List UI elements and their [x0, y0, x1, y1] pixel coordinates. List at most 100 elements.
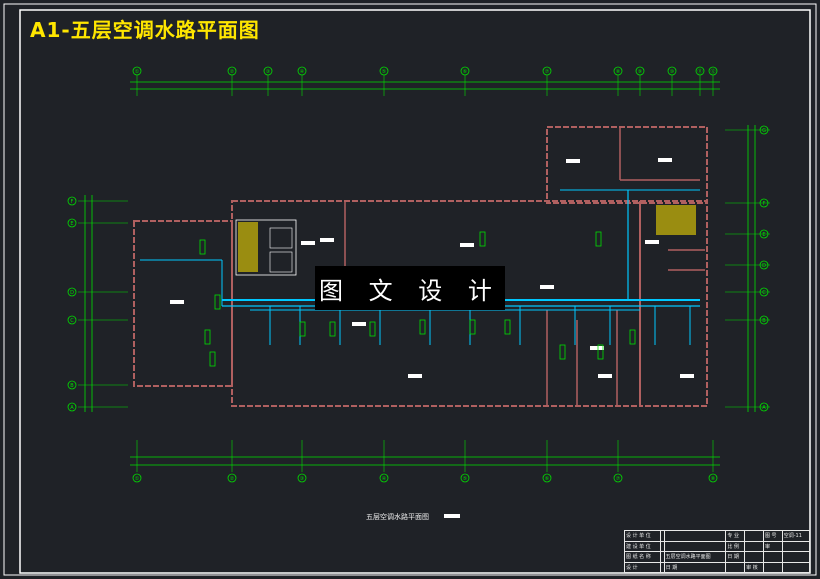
- title-block-cell: 五层空调水路平面图: [663, 551, 727, 563]
- title-block-cell: [781, 561, 811, 573]
- right-axis-bubble-circle: [759, 315, 769, 325]
- title-block-cell: [744, 540, 764, 552]
- title-block-cell: 空调-11: [781, 530, 811, 542]
- title-block-cell: 设 计: [624, 561, 661, 573]
- title-block-cell: [725, 561, 746, 573]
- fan-coil-unit: [352, 322, 366, 326]
- pipe-tag: [209, 351, 216, 367]
- right-axis-bubble-circle: [759, 198, 769, 208]
- top-axis-bubble-label: ⑫: [710, 68, 715, 75]
- drawing-frame: [19, 9, 811, 574]
- right-axis-bubble-label: C: [762, 290, 766, 296]
- bottom-axis-bubble-circle: [460, 473, 470, 483]
- ac-units: [170, 158, 694, 378]
- fan-coil-unit: [680, 374, 694, 378]
- top-axis-bubble-label: ③: [266, 69, 270, 75]
- title-block-cell: 专 业: [725, 530, 746, 542]
- fan-coil-unit: [408, 374, 422, 378]
- caption-scale-bar: [444, 514, 460, 518]
- title-block-row: 设 计日 期审 核: [624, 561, 811, 573]
- plan-caption: 五层空调水路平面图: [366, 513, 429, 521]
- pipe-tag: [199, 239, 206, 255]
- bottom-axis-bubble-circle: [379, 473, 389, 483]
- left-axis-bubble-label: B: [70, 383, 74, 389]
- sheet-border: [3, 3, 817, 576]
- title-block-cell: [744, 551, 764, 563]
- fan-coil-unit: [170, 300, 184, 304]
- left-axis-bubble-label: F: [71, 199, 74, 205]
- wall-outline: [546, 126, 708, 204]
- title-block-row: 设 计 单 位 专 业 图 号空调-11: [624, 530, 811, 542]
- top-axis-bubble-circle: [227, 66, 237, 76]
- right-axis-bubble-circle: [759, 229, 769, 239]
- top-axis-bubble-label: ⑧: [616, 69, 621, 75]
- stairwells: [235, 205, 696, 276]
- fan-coil-unit: [320, 238, 334, 242]
- right-axis-bubble-label: B: [762, 318, 766, 324]
- pipe-tag: [369, 321, 376, 337]
- right-axis-bubble-label: E: [762, 232, 765, 238]
- top-axis-bubble-circle: [132, 66, 142, 76]
- left-axis-bubble-label: E: [70, 221, 73, 227]
- pipe-tag: [559, 344, 566, 360]
- bottom-axis-bubble-label: ④: [382, 476, 387, 482]
- left-axis-bubble-circle: [67, 196, 77, 206]
- fan-coil-unit: [566, 159, 580, 163]
- pipe-tag: [597, 344, 604, 360]
- bottom-axis-bubble-label: ①: [135, 476, 140, 482]
- right-axis-bubble-circle: [759, 125, 769, 135]
- right-axis-bubble-label: A: [762, 405, 766, 411]
- title-block-cell: [781, 551, 811, 563]
- top-axis-bubble-circle: [667, 66, 677, 76]
- fan-coil-unit: [301, 241, 315, 245]
- top-axis-bubble-circle: [635, 66, 645, 76]
- elevator-shaft: [269, 227, 293, 249]
- right-axis-bubble-label: D: [762, 263, 766, 269]
- bottom-axis-bubble-label: ②: [230, 476, 235, 482]
- title-block-cell: 比 例: [725, 540, 746, 552]
- bottom-axis-bubble-label: ⑤: [463, 476, 467, 482]
- top-axis-bubble-circle: [695, 66, 705, 76]
- top-axis-bubble-circle: [263, 66, 273, 76]
- title-block-cell: 图 纸 名 称: [624, 551, 661, 563]
- stair-treads-left: [238, 222, 258, 272]
- left-axis-bubble-label: D: [70, 290, 74, 296]
- pipe-tag: [479, 231, 486, 247]
- title-block-cell: 日 期: [725, 551, 746, 563]
- right-axis-bubble-circle: [759, 260, 769, 270]
- wall-outline: [231, 200, 641, 407]
- bottom-axis-bubble-label: ⑧: [711, 476, 716, 482]
- top-axis-bubble-label: ⑩: [670, 69, 675, 75]
- title-block-cell: 审 核: [744, 561, 764, 573]
- fan-coil-unit: [658, 158, 672, 162]
- bottom-axis-bubble-label: ⑥: [545, 476, 550, 482]
- top-axis-bubble-circle: [460, 66, 470, 76]
- bottom-axis-bubble-circle: [542, 473, 552, 483]
- left-axis-bubble-circle: [67, 315, 77, 325]
- pipe-tag: [214, 294, 221, 310]
- bottom-axis-bubble-circle: [132, 473, 142, 483]
- title-block-cell: 图 号: [762, 530, 783, 542]
- left-axis-bubble-label: C: [70, 318, 74, 324]
- title-block-cell: 设 计 单 位: [624, 530, 661, 542]
- left-axis-bubble-circle: [67, 287, 77, 297]
- wall-outline: [639, 200, 708, 407]
- top-axis-bubble-circle: [297, 66, 307, 76]
- drawing-title: A1-五层空调水路平面图: [30, 18, 260, 42]
- left-axis-bubble-circle: [67, 380, 77, 390]
- fan-coil-unit: [645, 240, 659, 244]
- top-axis-bubble-label: ⑪: [697, 68, 702, 75]
- bottom-axis-bubble-circle: [613, 473, 623, 483]
- bottom-axis-bubble-label: ③: [300, 476, 304, 482]
- title-block-row: 建 设 单 位比 例审: [624, 540, 811, 552]
- pipe-tag: [329, 321, 336, 337]
- pipe-tag: [595, 231, 602, 247]
- pipe-tag: [299, 321, 306, 337]
- top-axis-bubble-circle: [708, 66, 718, 76]
- stair-treads-right: [656, 205, 696, 235]
- pipe-tag: [419, 319, 426, 335]
